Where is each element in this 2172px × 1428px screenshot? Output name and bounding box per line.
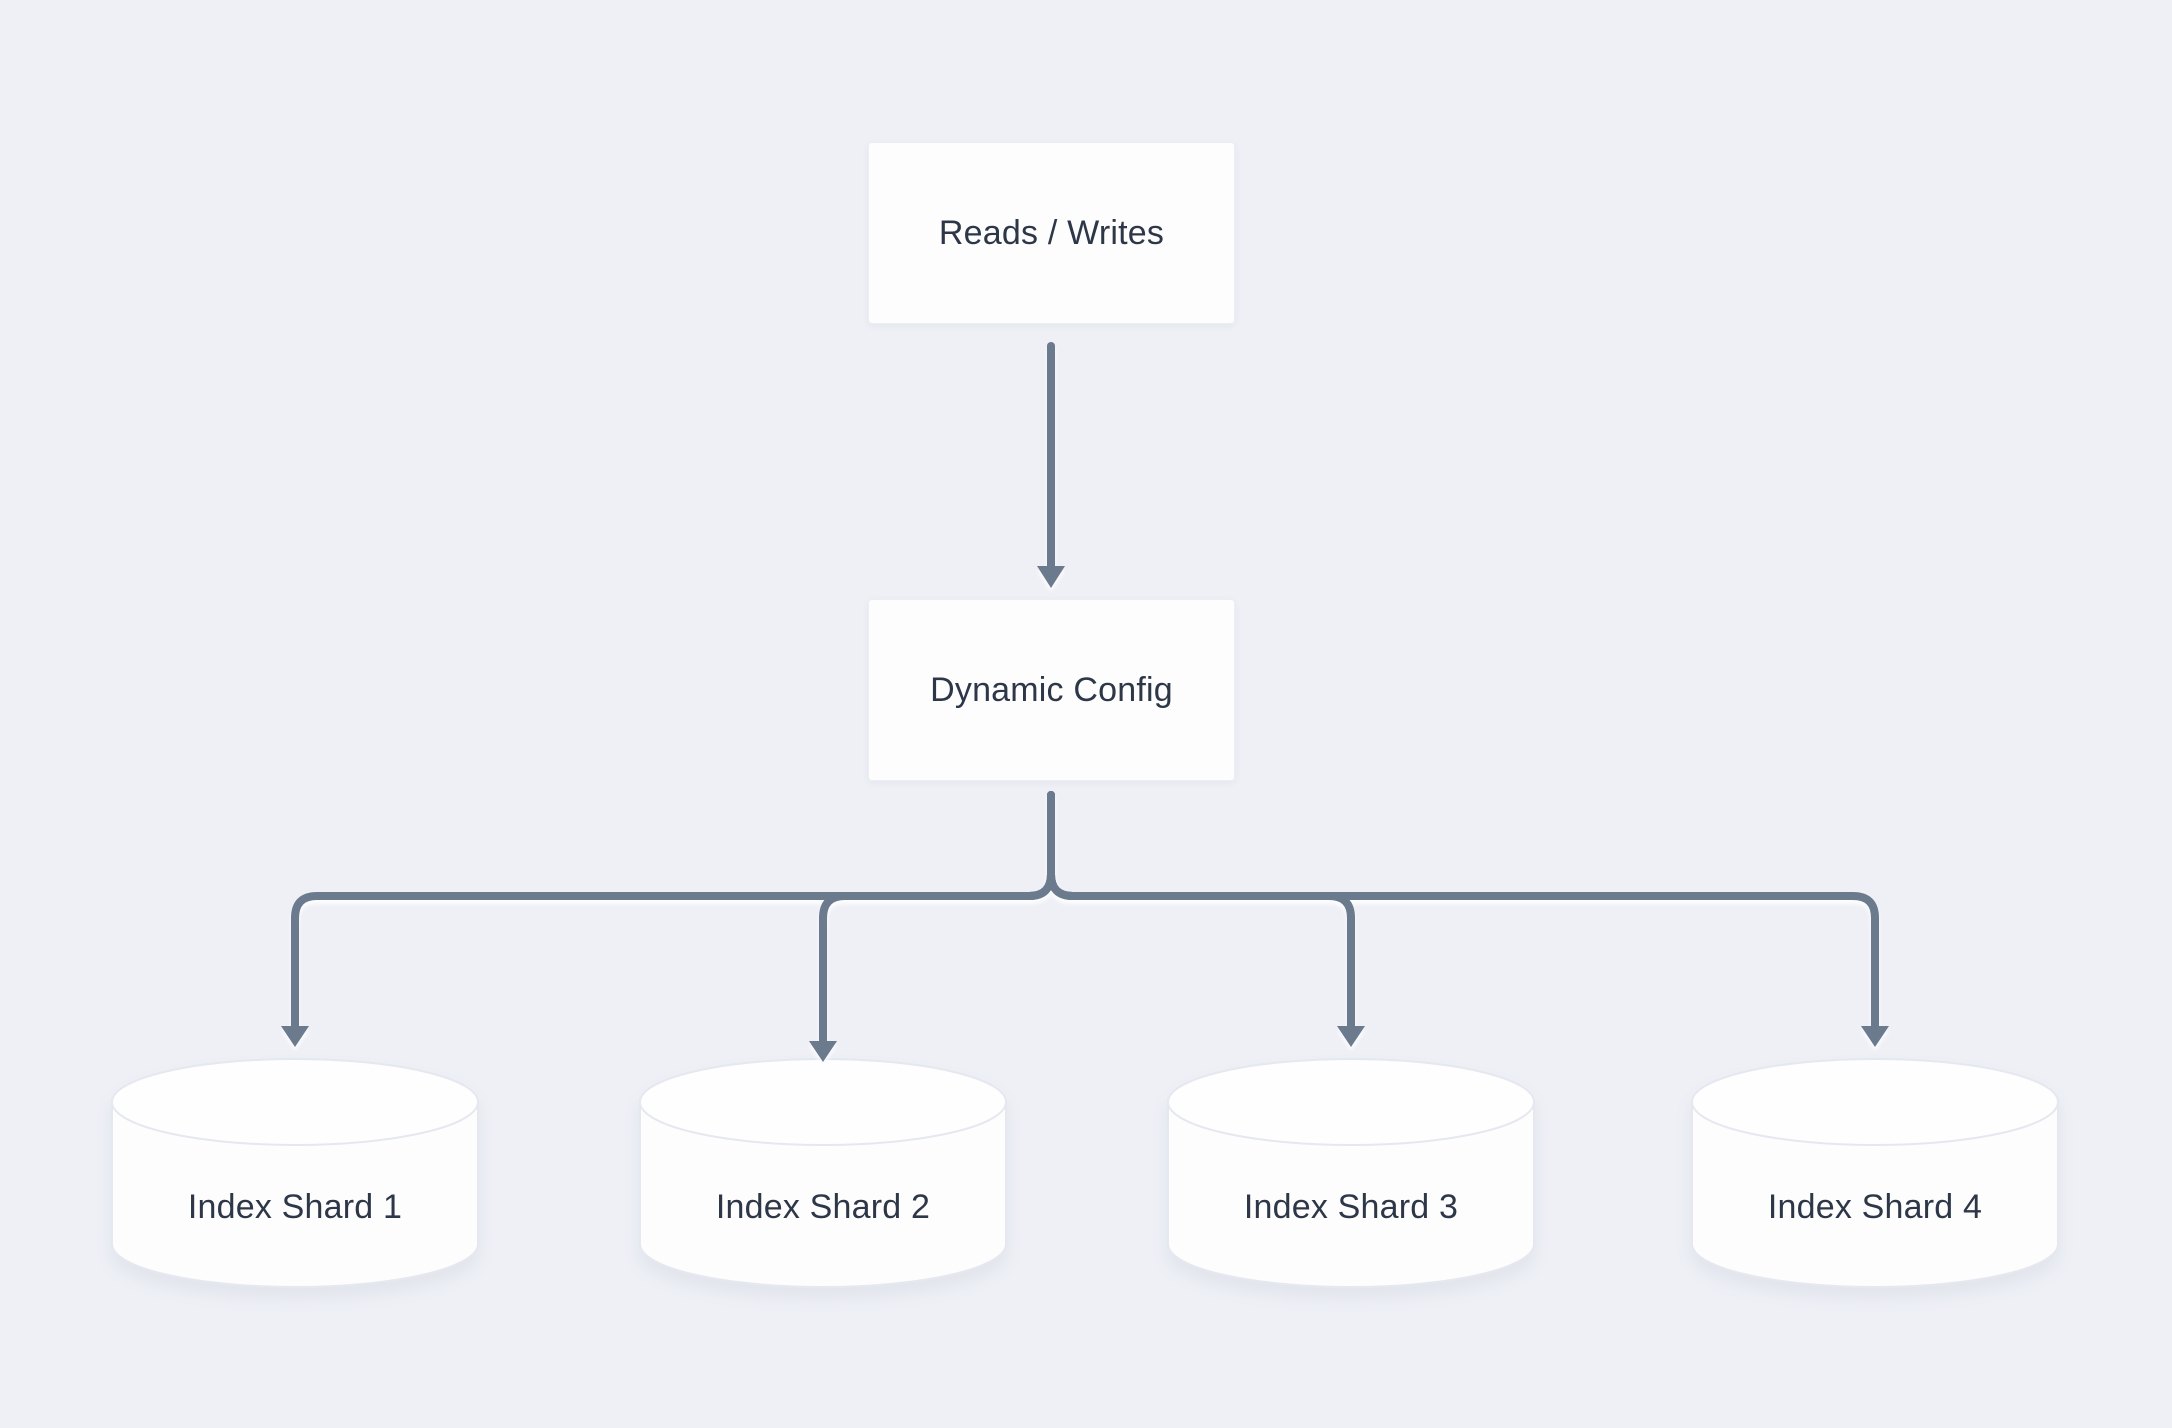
index-shard-1-node: Index Shard 1	[110, 1056, 480, 1290]
arrowhead-down-icon	[281, 1026, 309, 1047]
database-cylinder-icon	[639, 1058, 1007, 1288]
database-cylinder-icon	[1167, 1058, 1535, 1288]
index-shard-4-label: Index Shard 4	[1767, 1188, 1983, 1226]
arrowhead-down-icon	[1037, 566, 1065, 588]
index-shard-2-label: Index Shard 2	[715, 1188, 931, 1226]
edge-dynamic-config-to-index-shard-2	[809, 791, 1055, 1062]
dynamic-config-node: Dynamic Config	[868, 599, 1235, 781]
edge-dynamic-config-to-index-shard-3	[1047, 791, 1365, 1047]
edge-reads-writes-to-dynamic-config	[1037, 342, 1065, 588]
index-shard-3-node: Index Shard 3	[1166, 1056, 1536, 1290]
database-cylinder-icon	[1691, 1058, 2059, 1288]
database-cylinder-icon	[111, 1058, 479, 1288]
reads-writes-label: Reads / Writes	[938, 213, 1165, 252]
index-shard-4-node: Index Shard 4	[1690, 1056, 2060, 1290]
edge-dynamic-config-to-index-shard-4	[1047, 791, 1889, 1047]
reads-writes-node: Reads / Writes	[868, 142, 1235, 324]
index-shard-2-node: Index Shard 2	[638, 1056, 1008, 1290]
arrowhead-down-icon	[1861, 1026, 1889, 1047]
index-shard-3-label: Index Shard 3	[1243, 1188, 1459, 1226]
index-shard-1-label: Index Shard 1	[187, 1188, 403, 1226]
edge-dynamic-config-to-index-shard-1	[281, 791, 1055, 1047]
arrowhead-down-icon	[1337, 1026, 1365, 1047]
dynamic-config-label: Dynamic Config	[930, 670, 1173, 709]
